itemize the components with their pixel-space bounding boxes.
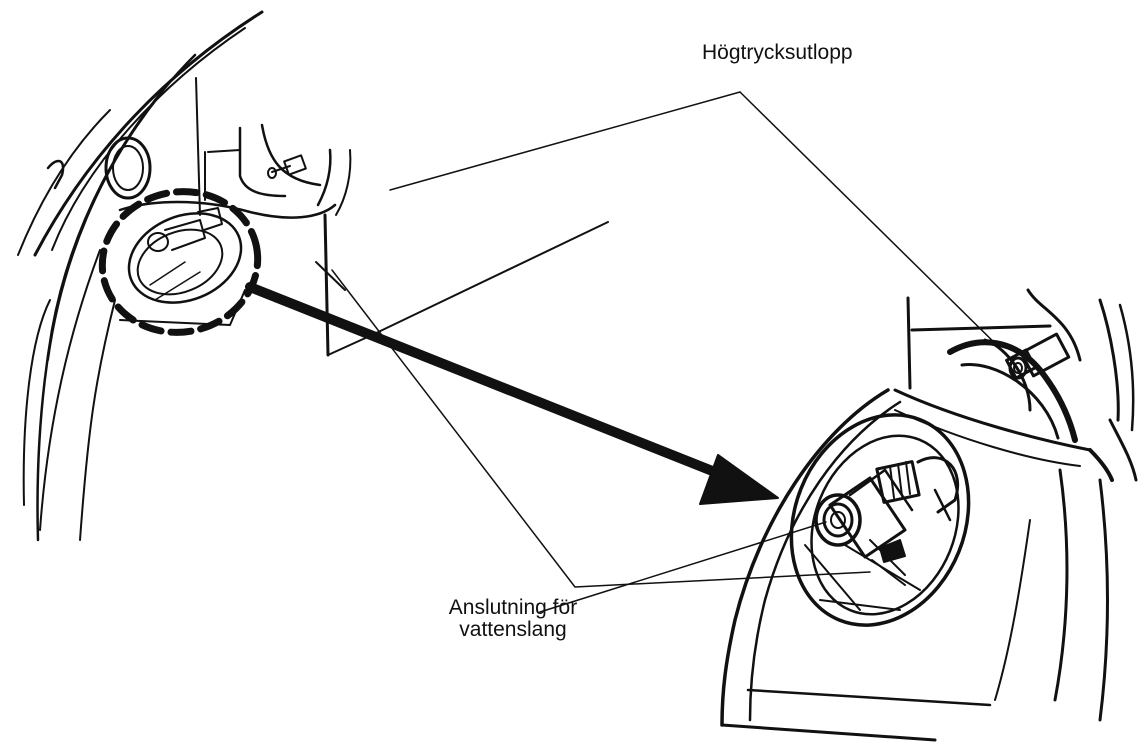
label-water-hose-connection: Anslutning för vattenslang <box>420 597 606 641</box>
label-water-hose-line2: vattenslang <box>459 618 567 641</box>
label-high-pressure-outlet: Högtrycksutlopp <box>702 41 853 64</box>
overview-washer-body <box>17 10 352 542</box>
zoom-arrow <box>245 282 779 505</box>
label-water-hose-line1: Anslutning för <box>448 596 578 619</box>
connector-frame <box>315 91 741 357</box>
leader-lines <box>331 91 1013 613</box>
water-hose-connector-fitting <box>814 456 960 586</box>
detail-washer-body <box>720 288 1138 742</box>
high-pressure-outlet-fitting <box>1005 332 1071 380</box>
